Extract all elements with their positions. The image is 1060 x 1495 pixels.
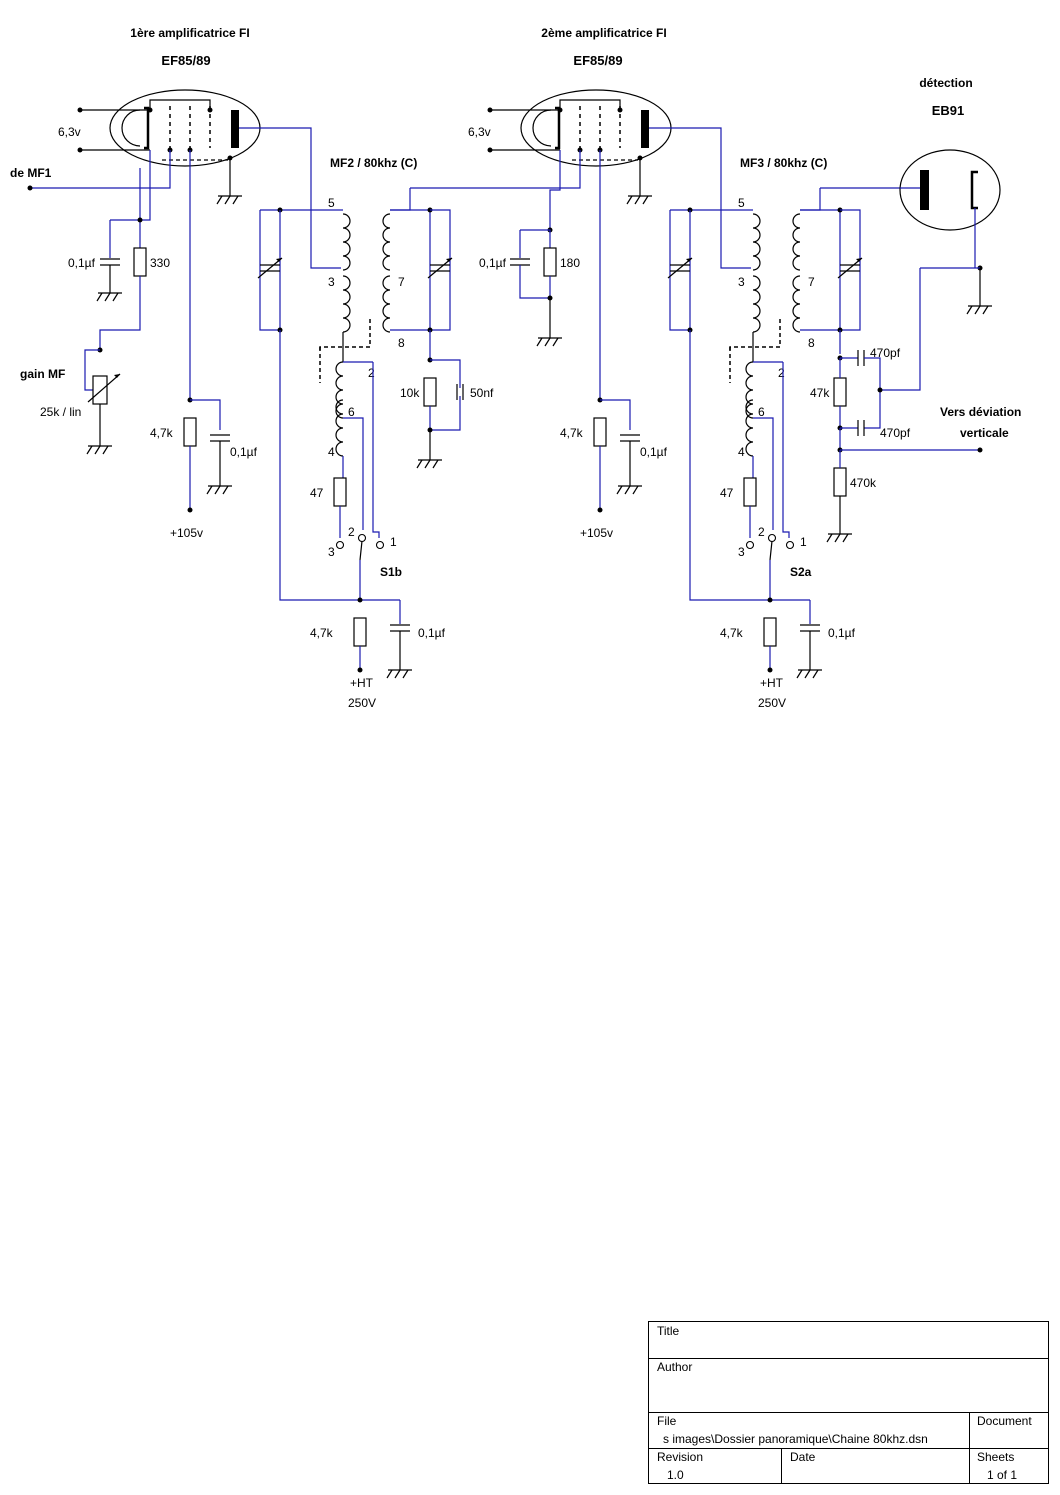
mf2-pin4: 4 (328, 445, 335, 459)
sw1-label: S1b (380, 565, 402, 579)
author-label: Author (657, 1360, 693, 1374)
c4-label: 0,1µf (418, 626, 446, 640)
sheets-label: Sheets (977, 1450, 1015, 1464)
sheets-value: 1 of 1 (987, 1468, 1018, 1482)
output-label-2: verticale (960, 426, 1009, 440)
sw2-label: S2a (790, 565, 812, 579)
c7-label: 0,1µf (828, 626, 856, 640)
mf3-pin2: 2 (778, 366, 785, 380)
tube-eb91 (899, 149, 1001, 231)
mf3-pin8: 8 (808, 336, 815, 350)
document-label: Document (977, 1414, 1032, 1428)
r10-label: 47k (810, 386, 830, 400)
ht1-volt: 250V (348, 696, 376, 710)
b2-label: +105v (580, 526, 613, 540)
ht1-label: +HT (350, 676, 374, 690)
r2-label: 4,7k (150, 426, 174, 440)
mf2-pin8: 8 (398, 336, 405, 350)
mf2-pin2: 2 (368, 366, 375, 380)
r1-label: 330 (150, 256, 170, 270)
stage1-tube: EF85/89 (161, 53, 210, 68)
c9-label: 470pf (880, 426, 911, 440)
b1-label: +105v (170, 526, 203, 540)
sw2-p2: 2 (758, 525, 765, 539)
heater2: 6,3v (468, 125, 491, 139)
r9-label: 4,7k (720, 626, 744, 640)
file-value: s images\Dossier panoramique\Chaine 80kh… (663, 1432, 928, 1446)
revision-value: 1.0 (667, 1468, 684, 1482)
stage2-title: 2ème amplificatrice FI (541, 26, 666, 40)
mf2-pin7: 7 (398, 275, 405, 289)
sw2-p3: 3 (738, 545, 745, 559)
sw2-p1: 1 (800, 535, 807, 549)
r11-label: 470k (850, 476, 877, 490)
ht2-label: +HT (760, 676, 784, 690)
detect-title: détection (919, 76, 972, 90)
file-label: File (657, 1414, 677, 1428)
mf3-title: MF3 / 80khz (C) (740, 156, 827, 170)
mf3-pin7: 7 (808, 275, 815, 289)
r8-label: 47 (720, 486, 734, 500)
c6-label: 0,1µf (640, 445, 668, 459)
heater1: 6,3v (58, 125, 81, 139)
output-label-1: Vers déviation (940, 405, 1021, 419)
sw1-p3: 3 (328, 545, 335, 559)
c3-label: 50nf (470, 386, 494, 400)
c8-label: 470pf (870, 346, 901, 360)
mf3-pin5: 5 (738, 196, 745, 210)
mf3-pin6: 6 (758, 405, 765, 419)
r3-label: 10k (400, 386, 420, 400)
pot-label: gain MF (20, 367, 65, 381)
title-block: Title Author File s images\Dossier panor… (648, 1321, 1049, 1484)
r7-label: 4,7k (560, 426, 584, 440)
mf2-pin5: 5 (328, 196, 335, 210)
r5-label: 4,7k (310, 626, 334, 640)
stage2-tube: EF85/89 (573, 53, 622, 68)
mf2-pin6: 6 (348, 405, 355, 419)
date-label: Date (790, 1450, 816, 1464)
r6-label: 180 (560, 256, 580, 270)
r4-label: 47 (310, 486, 324, 500)
mf3-pin3: 3 (738, 275, 745, 289)
input-label: de MF1 (10, 166, 52, 180)
title-label: Title (657, 1324, 680, 1338)
ht2-volt: 250V (758, 696, 786, 710)
c1-label: 0,1µf (68, 256, 96, 270)
mf3-pin4: 4 (738, 445, 745, 459)
c2-label: 0,1µf (230, 445, 258, 459)
tube-v2 (520, 89, 672, 167)
mf2-pin3: 3 (328, 275, 335, 289)
mf2-title: MF2 / 80khz (C) (330, 156, 417, 170)
stage1-title: 1ère amplificatrice FI (130, 26, 249, 40)
detect-tube: EB91 (932, 103, 965, 118)
schematic: 1ère amplificatrice FI EF85/89 2ème ampl… (10, 26, 1021, 710)
tube-v1 (109, 89, 261, 167)
sw1-p2: 2 (348, 525, 355, 539)
revision-label: Revision (657, 1450, 704, 1464)
c5-label: 0,1µf (479, 256, 507, 270)
sw1-p1: 1 (390, 535, 397, 549)
pot-value: 25k / lin (40, 405, 81, 419)
